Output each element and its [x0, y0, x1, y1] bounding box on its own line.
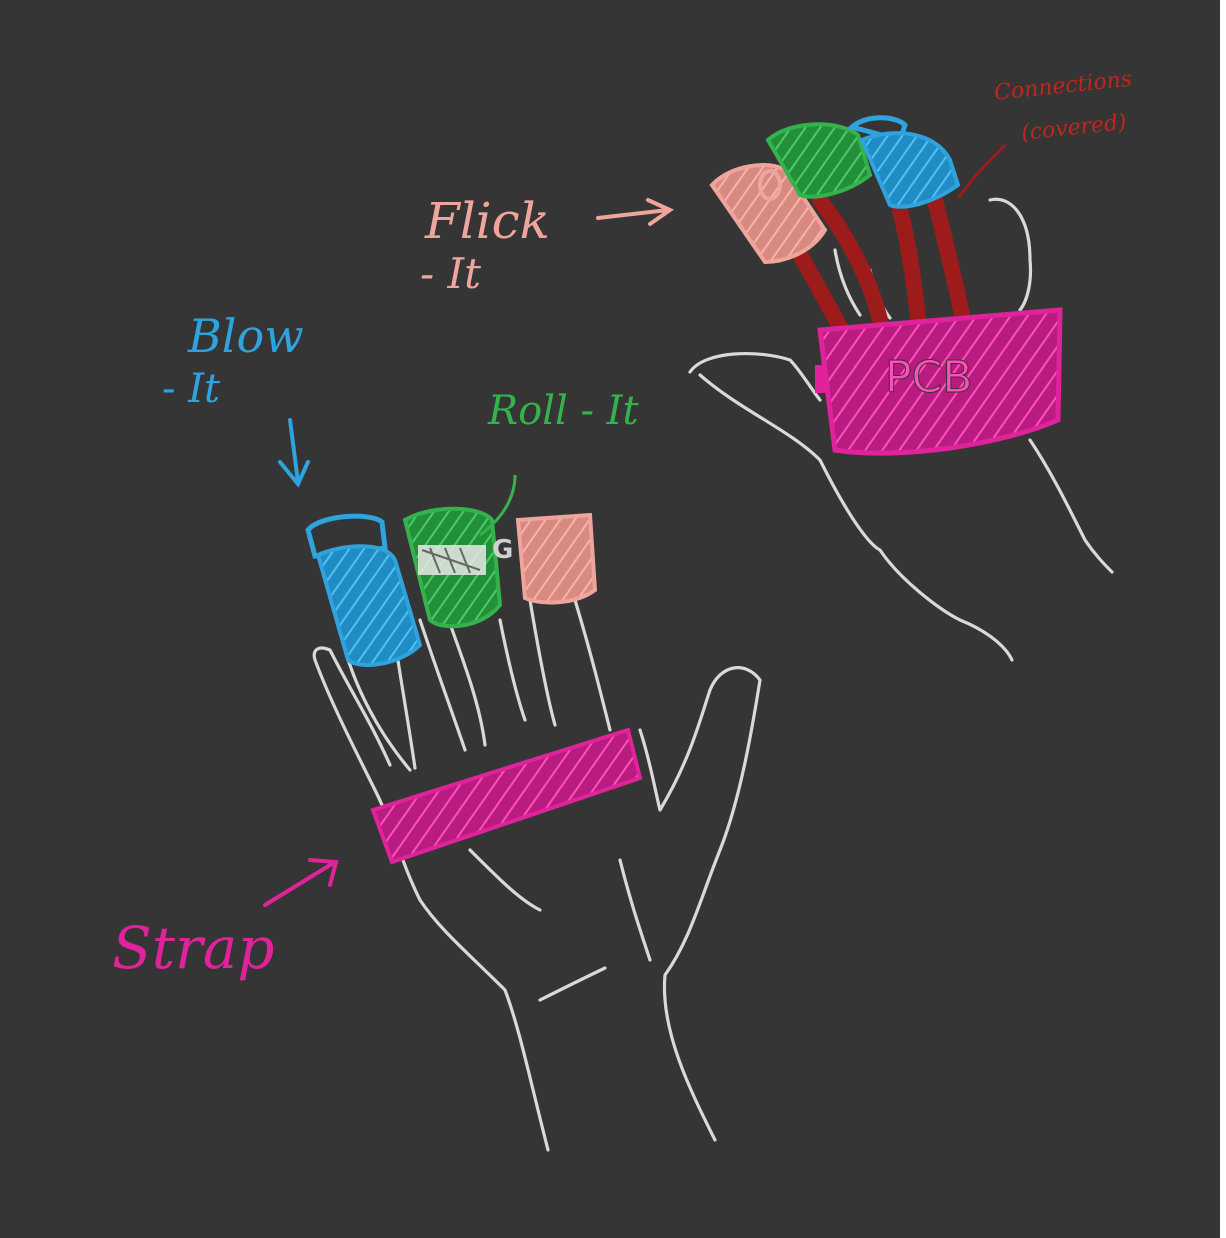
pcb-board: PCB: [815, 307, 1063, 456]
back-hand: [688, 197, 1114, 662]
blow-label: Blow: [187, 309, 304, 363]
roll-sensor-front: G: [402, 474, 517, 629]
connections-pointer-line: [956, 143, 1007, 199]
blow-it-label: - It: [162, 366, 221, 412]
roll-sensor-mark: G: [492, 535, 513, 565]
back-hand-outline: [688, 197, 1114, 662]
flick-it-label: - It: [420, 249, 481, 298]
blow-sensor-front: [305, 513, 423, 667]
connections-sub-label: (covered): [1020, 110, 1128, 146]
front-hand-outline: [312, 598, 762, 1152]
pcb-label: PCB: [885, 352, 972, 403]
strap-label: Strap: [112, 914, 274, 982]
flick-sensor-front: [515, 512, 598, 605]
strap-arrow-icon: [263, 858, 339, 907]
blow-arrow-icon: [278, 418, 310, 488]
front-hand: [312, 598, 762, 1152]
roll-sensor-back: [765, 122, 873, 199]
flick-label: Flick: [424, 192, 550, 250]
blow-sensor-back: [846, 115, 961, 209]
connections-label: Connections: [993, 67, 1133, 106]
roll-label: Roll - It: [487, 388, 640, 434]
flick-arrow-icon: [596, 198, 675, 226]
strap-band: [370, 727, 643, 865]
connections-wires: [792, 192, 970, 338]
